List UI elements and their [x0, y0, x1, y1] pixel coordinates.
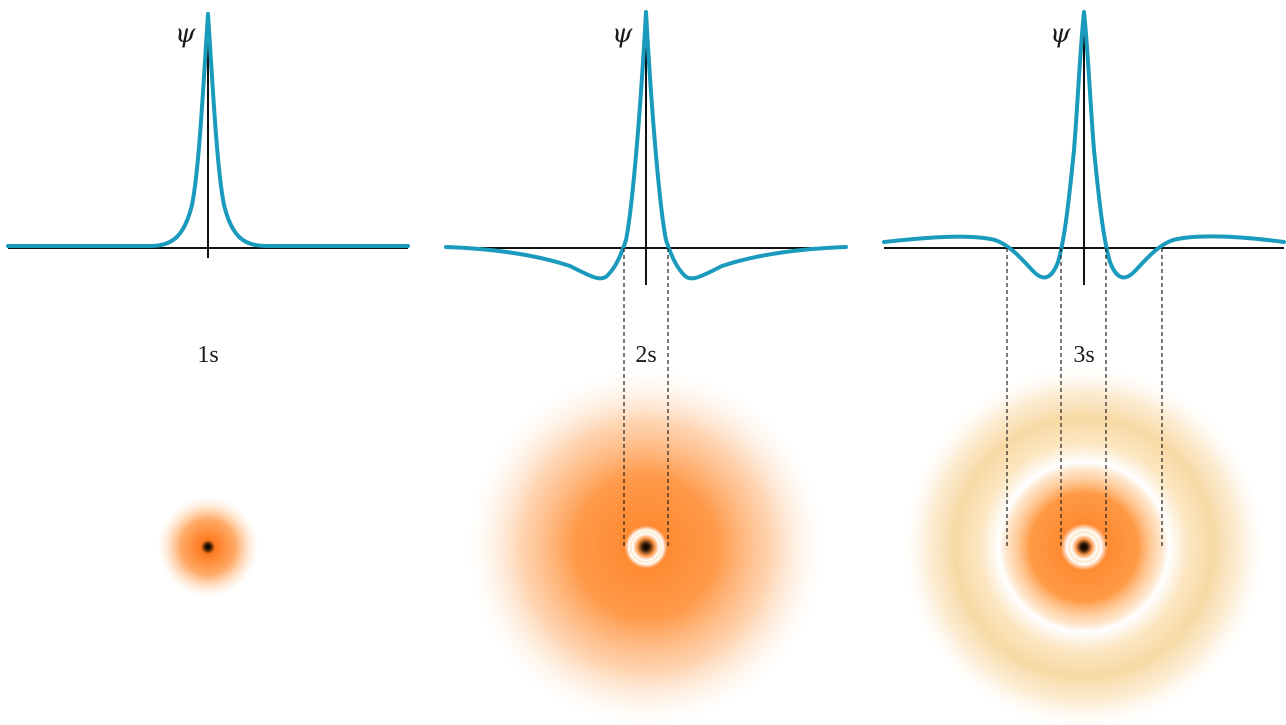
- orbital-label-3s: 3s: [1073, 342, 1094, 368]
- electron-density-2s: [468, 369, 824, 725]
- psi-label-3s: ψ: [1050, 19, 1071, 49]
- psi-label-1s: ψ: [175, 19, 196, 49]
- panel-2s: ψ 2s: [446, 12, 846, 725]
- electron-density-1s: [158, 497, 258, 597]
- psi-label-2s: ψ: [612, 19, 633, 49]
- electron-density-3s: [904, 367, 1264, 725]
- panel-1s: ψ 1s: [8, 12, 408, 597]
- orbital-label-1s: 1s: [197, 342, 218, 368]
- orbital-label-2s: 2s: [635, 342, 656, 368]
- panel-3s: ψ 3s: [884, 12, 1284, 725]
